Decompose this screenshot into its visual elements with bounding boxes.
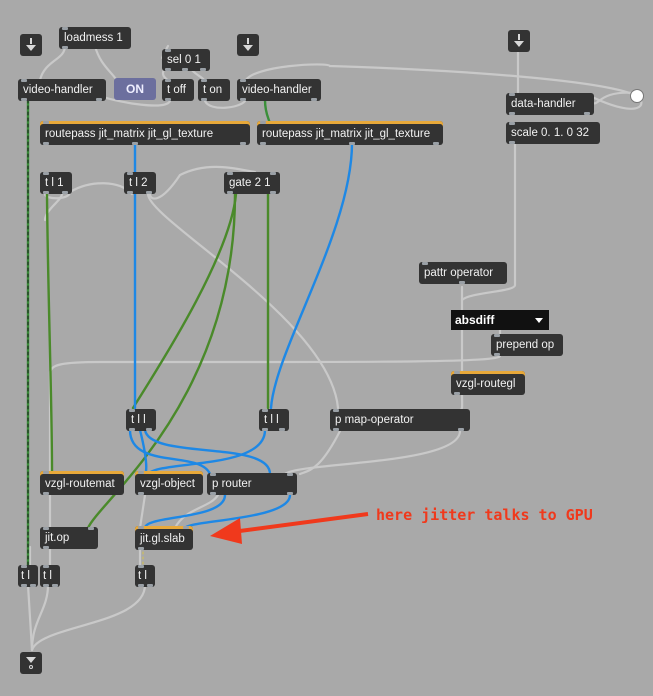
cord xyxy=(86,192,237,530)
cord xyxy=(143,493,227,530)
sel-object[interactable]: sel 0 1 xyxy=(162,49,210,71)
object-label: t l xyxy=(21,570,30,582)
caret-down-icon xyxy=(535,318,543,323)
t-on-object[interactable]: t on xyxy=(198,79,230,101)
cord xyxy=(243,63,637,97)
t-off-object[interactable]: t off xyxy=(162,79,194,101)
jit-gl-slab-object[interactable]: jit.gl.slab xyxy=(135,526,193,550)
cord xyxy=(183,493,292,530)
p-router-object[interactable]: p router xyxy=(207,473,297,495)
t-l-1-object[interactable]: t l 1 xyxy=(40,172,72,194)
cord xyxy=(138,493,147,530)
cord xyxy=(146,192,340,410)
object-label: gate 2 1 xyxy=(229,177,271,189)
cord xyxy=(93,44,120,84)
routepass-right[interactable]: routepass jit_matrix jit_gl_texture xyxy=(257,121,443,145)
inlet-left[interactable] xyxy=(20,34,42,56)
t-l-c[interactable]: t l xyxy=(135,565,155,587)
object-label: t l l xyxy=(264,414,279,426)
vzgl-object[interactable]: vzgl-object xyxy=(135,471,203,495)
object-label: video-handler xyxy=(23,84,93,96)
object-label: routepass jit_matrix jit_gl_texture xyxy=(262,128,431,140)
object-label: t l 1 xyxy=(45,177,64,189)
vzgl-routemat-object[interactable]: vzgl-routemat xyxy=(40,471,124,495)
cord xyxy=(173,493,220,530)
object-label: t l l xyxy=(131,414,146,426)
object-label: t l xyxy=(138,570,147,582)
cord xyxy=(48,354,502,474)
vzgl-routegl-object[interactable]: vzgl-routegl xyxy=(451,371,525,395)
jit-op-object[interactable]: jit.op xyxy=(40,527,98,549)
cord xyxy=(128,428,212,476)
cord xyxy=(30,583,147,652)
menu-value: absdiff xyxy=(455,313,495,327)
object-label: t l xyxy=(43,570,52,582)
object-label: scale 0. 1. 0 32 xyxy=(511,127,589,139)
cord xyxy=(298,429,342,476)
cord xyxy=(458,393,464,412)
map-operator-object[interactable]: p map-operator xyxy=(330,409,470,431)
object-label: jit.op xyxy=(45,532,70,544)
inlet-middle[interactable] xyxy=(237,34,259,56)
cord xyxy=(30,583,50,652)
object-label: sel 0 1 xyxy=(167,54,201,66)
routepass-left[interactable]: routepass jit_matrix jit_gl_texture xyxy=(40,121,250,145)
cord xyxy=(38,44,67,82)
object-label: loadmess 1 xyxy=(64,32,123,44)
outlet-box[interactable] xyxy=(20,652,42,674)
object-label: prepend op xyxy=(496,339,555,351)
object-label: data-handler xyxy=(511,98,576,110)
object-label: video-handler xyxy=(242,84,312,96)
cord xyxy=(45,192,54,474)
gate-object[interactable]: gate 2 1 xyxy=(224,172,280,194)
object-label: vzgl-routemat xyxy=(45,478,115,490)
inlet-right[interactable] xyxy=(508,30,530,52)
cord xyxy=(283,429,462,476)
cord xyxy=(43,192,64,222)
object-label: t on xyxy=(203,84,223,96)
t-l-2-object[interactable]: t l 2 xyxy=(124,172,156,194)
annotation-text: here jitter talks to GPU xyxy=(376,506,593,524)
object-label: vzgl-object xyxy=(140,478,195,490)
t-l-a[interactable]: t l xyxy=(18,565,38,587)
loadmess-object[interactable]: loadmess 1 xyxy=(59,27,131,49)
cord xyxy=(203,99,247,109)
object-label: t off xyxy=(167,84,186,96)
object-label: t l 2 xyxy=(129,177,148,189)
t-l-b[interactable]: t l xyxy=(40,565,60,587)
object-label: pattr operator xyxy=(424,267,494,279)
cord xyxy=(143,428,272,476)
t-l-l-right[interactable]: t l l xyxy=(259,409,289,431)
object-label: p router xyxy=(212,478,252,490)
object-label: p map-operator xyxy=(335,414,414,426)
prepend-object[interactable]: prepend op xyxy=(491,334,563,356)
data-handler-object[interactable]: data-handler xyxy=(506,93,594,115)
object-label: jit.gl.slab xyxy=(140,533,185,545)
object-label: vzgl-routegl xyxy=(456,378,516,390)
outlet-dot-icon xyxy=(29,665,33,669)
object-label: routepass jit_matrix jit_gl_texture xyxy=(45,128,214,140)
cord xyxy=(146,428,267,476)
cord xyxy=(131,192,238,410)
on-toggle[interactable]: ON xyxy=(114,78,156,100)
scale-object[interactable]: scale 0. 1. 0 32 xyxy=(506,122,600,144)
triangle-down-icon xyxy=(26,657,36,663)
cord xyxy=(460,141,517,302)
video-handler-right[interactable]: video-handler xyxy=(237,79,321,101)
annotation-arrow xyxy=(210,512,369,544)
cord xyxy=(269,141,354,410)
cord xyxy=(26,583,34,652)
toggle-label: ON xyxy=(126,82,144,96)
loadbang-button[interactable] xyxy=(630,89,644,103)
cord xyxy=(148,165,257,200)
video-handler-left[interactable]: video-handler xyxy=(18,79,106,101)
operator-menu[interactable]: absdiff xyxy=(451,310,549,330)
pattr-object[interactable]: pattr operator xyxy=(419,262,507,284)
t-l-l-left[interactable]: t l l xyxy=(126,409,156,431)
